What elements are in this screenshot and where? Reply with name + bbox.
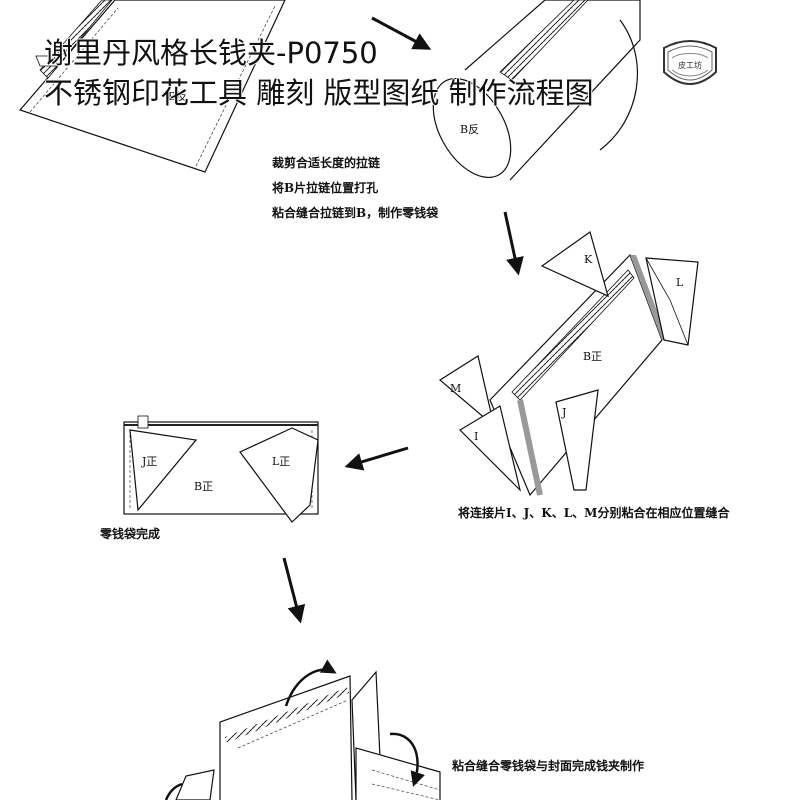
page-title-line2: 不锈钢印花工具 雕刻 版型图纸 制作流程图: [44, 76, 594, 110]
rotate-arrow-left: [284, 659, 337, 707]
step4-wallet-assembly: [164, 659, 441, 800]
step1-rolled-piece: B反: [432, 0, 641, 181]
arrow-step1-down: [503, 211, 524, 276]
rotate-arrow-right: [389, 732, 425, 787]
label-b-back-rolled: B反: [460, 123, 479, 136]
label-l-front: L正: [272, 455, 290, 468]
step4-caption: 粘合缝合零钱袋与封面完成钱夹制作: [452, 758, 644, 773]
step3-caption: 零钱袋完成: [99, 526, 160, 541]
zipper-pull: [35, 55, 59, 67]
label-b-front-pouch: B正: [194, 480, 213, 493]
label-m: M: [450, 382, 461, 395]
step2-caption: 将连接片I、J、K、L、M分别粘合在相应位置缝合: [458, 505, 730, 520]
label-i: I: [474, 430, 478, 443]
piece-m: [438, 355, 495, 428]
label-l: L: [676, 276, 684, 289]
zipper-3d: [511, 269, 635, 401]
arrow-step1-right: [371, 16, 432, 50]
step1-caption-line3: 粘合缝合拉链到B，制作零钱袋: [272, 205, 439, 220]
pouch-zipper-pull: [137, 415, 149, 429]
zipper-rolled: [499, 0, 589, 81]
step2-assembly: B正 K L M I J: [438, 231, 699, 497]
label-b-front-3d: B正: [583, 350, 602, 363]
label-j-front: J正: [141, 455, 157, 468]
step1-caption-line1: 裁剪合适长度的拉链: [272, 155, 381, 170]
arrow-step2-left: [344, 446, 409, 471]
piece-i: [459, 405, 522, 492]
pouch-piece-l: [239, 427, 319, 523]
label-j: J: [561, 406, 566, 419]
label-k: K: [584, 253, 593, 266]
page-title-line1: 谢里丹风格长钱夹-P0750: [44, 36, 378, 70]
arrow-step3-down: [282, 557, 306, 624]
stamp-text: 皮工坊: [678, 60, 702, 70]
label-b-back-flat: B反: [168, 90, 187, 103]
step3-coin-pouch: J正 L正 B正: [123, 415, 319, 523]
pouch-piece-j: [129, 429, 198, 512]
step1-caption-line2: 将B片拉链位置打孔: [272, 180, 378, 195]
piece-k: [540, 231, 609, 298]
step1-flat-piece: B反: [18, 0, 286, 173]
piece-j: [555, 389, 599, 491]
brand-stamp-logo: 皮工坊: [663, 40, 717, 85]
zipper-flat: [39, 0, 113, 79]
